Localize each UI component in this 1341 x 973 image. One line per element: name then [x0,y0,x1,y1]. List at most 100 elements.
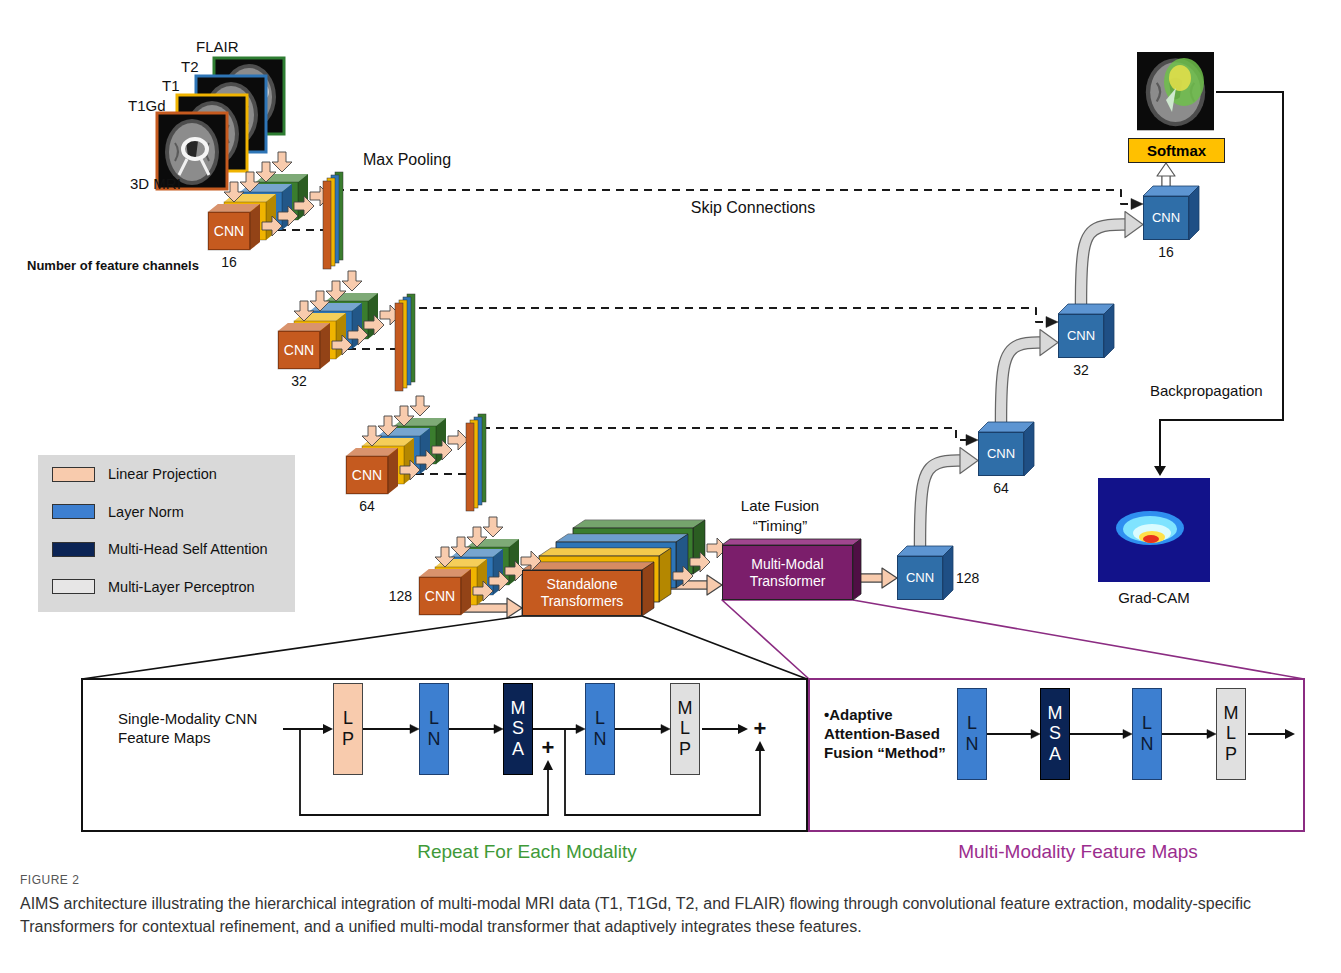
text-slot: 32 [291,373,307,389]
box-label: CNN [906,570,934,585]
annotation: Number of feature channels [27,258,199,273]
pooling-bars [395,294,415,391]
connector-line [449,728,496,730]
box-label: M S A [1048,703,1063,765]
pooling-bars [323,172,343,269]
text-slot: M S A [1048,703,1063,766]
connector-line [533,728,578,730]
decoder-cnn-block: CNN128 [897,556,943,600]
text-slot: CNN [1067,328,1095,344]
box-label: Softmax [1147,142,1206,159]
attention-box: M S A [1040,688,1070,780]
softmax-box: Softmax [1128,138,1225,163]
text-slot: 16 [221,254,237,270]
attention-box: M S A [503,683,533,775]
legend-text: Multi-Head Self Attention [108,541,268,557]
connector-line [1001,343,1042,432]
box-label: CNN [1067,328,1095,343]
flow-connector [449,725,503,734]
text-slot: L N [594,708,607,750]
tumor-core-mask [1169,65,1191,91]
flow-arrow [673,566,693,586]
label-slot: + [542,737,555,759]
legend-text: Linear Projection [108,466,217,482]
layer-norm-box: L N [1132,688,1162,780]
flow-connector [1162,730,1216,739]
sum-symbol: T1 [162,77,180,94]
annotation: T1Gd [128,97,166,114]
panel-heading: Repeat For Each Modality [417,841,637,862]
arrow-head [410,725,419,734]
decoder-cnn-block: CNN32 [1058,314,1104,358]
panel-heading: Multi-Modality Feature Maps [958,841,1198,862]
flow-connector [987,730,1040,739]
arrow-head [1040,330,1058,356]
cube-stack [208,152,330,250]
figure-caption: AIMS architecture illustrating the hiera… [20,895,1251,935]
text-slot: M S A [511,698,526,761]
cube [419,547,493,615]
label-slot: FLAIR [196,37,239,57]
text-slot: CNN [987,446,1015,462]
label-slot: Max Pooling [363,150,451,171]
box-label: CNN [1152,210,1180,225]
text-slot: CNN [214,223,244,240]
arrow-head [494,725,503,734]
decoder-cube [897,546,953,600]
annotation: Late Fusion “Timing” [741,497,819,534]
connector-label-slot: Skip Connections [691,199,816,217]
connector-line [722,600,1304,679]
decoder-cube [1058,304,1114,358]
pooling-bars [466,414,486,511]
legend-panel [38,455,295,612]
sum-symbol: + [754,716,767,741]
text-slot: L N [966,713,979,755]
edema-mask [1166,88,1176,112]
heatmap-blob [1116,511,1184,545]
arrow-head [1285,729,1295,739]
label-slot: + [754,718,767,740]
heatmap-blob [1139,531,1165,543]
mlp-box: M L P [670,683,700,775]
box-label: L N [428,708,441,749]
connector-line [363,728,412,730]
skip-connection [250,190,1143,230]
channel-count: 16 [221,254,237,270]
cube-stack [278,271,400,369]
linear-projection-box: L P [333,683,363,775]
skip-connection [320,308,1058,349]
annotation: Grad-CAM [1118,589,1190,606]
heatmap-peak [1143,535,1159,543]
label-slot: T1 [162,76,180,96]
legend-swatch [52,467,95,482]
text-slot: 32 [1073,362,1089,378]
output-wire [702,728,739,730]
connector-line [1162,733,1209,735]
box-label: L P [342,708,354,749]
flow-arrow [690,552,710,572]
box-label: M L P [1224,703,1239,765]
box-label: CNN [284,342,314,358]
text-slot: Single-Modality CNN Feature Maps [118,710,278,748]
zoom-line [722,600,1304,679]
arrow-head [507,598,522,618]
box-label: L N [1141,713,1154,754]
heatmap-ground [1098,478,1210,582]
input-wire [283,728,324,730]
flow-connector [1070,730,1132,739]
arrow-head [960,448,978,474]
mlp-box: M L P [1216,688,1246,780]
box-label: L N [594,708,607,749]
cube [278,301,352,369]
output-wire [1248,733,1286,735]
decoder-cnn-block: CNN16 [1143,196,1189,240]
text-slot: 16 [1158,244,1174,260]
annotation: 3D MRI [130,175,181,192]
encoder-cnn-block: CNN16 [208,212,250,250]
connector-line [615,728,663,730]
arrow-head [755,741,765,751]
label-slot: FIGURE 2 [20,873,79,889]
arrow-head [1046,317,1058,328]
detail-frame: Single-Modality CNN Feature MapsRepeat F… [81,678,808,832]
